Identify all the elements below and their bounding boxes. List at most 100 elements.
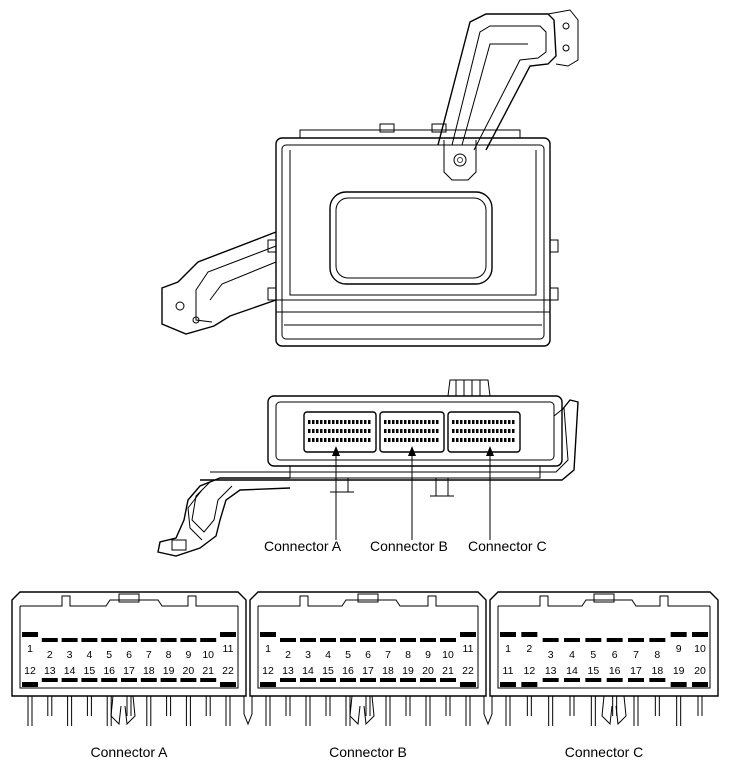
mid-pin-mark <box>484 438 487 442</box>
mid-pin-mark <box>472 429 475 433</box>
module-top-view <box>161 9 579 347</box>
mid-pin-mark <box>428 438 431 442</box>
mid-pin-mark <box>416 420 419 424</box>
pin-slot <box>420 638 436 642</box>
pin-number: 8 <box>654 649 660 661</box>
pin-number: 20 <box>694 665 706 677</box>
mid-pin-mark <box>360 438 363 442</box>
mid-pin-mark <box>412 438 415 442</box>
pin-slot <box>585 678 602 682</box>
pin-number: 7 <box>146 649 152 661</box>
pin-number: 22 <box>462 665 474 677</box>
pin-number: 4 <box>86 649 92 661</box>
mid-pin-mark <box>460 429 463 433</box>
mid-pin-mark <box>360 420 363 424</box>
connector-latch-profile <box>498 595 710 607</box>
pin-number: 17 <box>123 665 135 677</box>
mid-pin-mark <box>312 429 315 433</box>
mid-pin-mark <box>324 420 327 424</box>
mid-pin-mark <box>456 429 459 433</box>
mid-pin-mark <box>476 429 479 433</box>
mid-pin-mark <box>420 420 423 424</box>
connector-clip <box>110 695 136 726</box>
pin-number: 6 <box>365 649 371 661</box>
mid-pin-mark <box>348 420 351 424</box>
mid-pin-mark <box>496 420 499 424</box>
pin-number: 6 <box>612 649 618 661</box>
mid-pin-mark <box>356 438 359 442</box>
callout-label-c: Connector C <box>468 538 547 554</box>
mid-pin-mark <box>488 429 491 433</box>
callout-label-b: Connector B <box>370 538 448 554</box>
mid-pin-mark <box>356 429 359 433</box>
mid-pin-mark <box>352 420 355 424</box>
pin-slot <box>460 682 476 687</box>
pin-number: 9 <box>425 649 431 661</box>
mid-pin-mark <box>476 438 479 442</box>
pin-number: 14 <box>64 665 76 677</box>
pin-slot <box>521 632 538 637</box>
connector-key <box>593 593 615 603</box>
mid-pin-mark <box>396 420 399 424</box>
mid-pin-mark <box>436 429 439 433</box>
mid-pin-mark <box>404 429 407 433</box>
mid-pin-mark <box>464 420 467 424</box>
mid-pin-mark <box>344 429 347 433</box>
connector-inner-frame <box>19 606 239 689</box>
pin-number: 14 <box>302 665 314 677</box>
pin-number: 19 <box>673 665 685 677</box>
pin-slot <box>121 678 137 682</box>
pin-slot <box>180 638 197 642</box>
mid-pin-mark <box>464 438 467 442</box>
pin-number: 5 <box>345 649 351 661</box>
mid-pin-mark <box>408 438 411 442</box>
mid-pin-mark <box>336 420 339 424</box>
pin-slot <box>628 638 644 642</box>
pin-number: 2 <box>47 649 53 661</box>
pin-slot <box>420 678 436 682</box>
mid-pin-mark <box>436 420 439 424</box>
mid-pin-mark <box>508 420 511 424</box>
pin-slot <box>500 682 516 687</box>
mid-pin-mark <box>512 429 515 433</box>
pin-number: 10 <box>694 643 706 655</box>
pin-slot <box>521 682 538 687</box>
pin-slot <box>280 678 296 682</box>
mid-pin-mark <box>492 438 495 442</box>
mid-pin-mark <box>504 420 507 424</box>
mid-pin-mark <box>344 438 347 442</box>
pin-slot <box>500 632 516 637</box>
locating-peg <box>483 696 493 726</box>
mid-pin-mark <box>460 438 463 442</box>
mid-pin-mark <box>312 420 315 424</box>
mid-pin-mark <box>392 429 395 433</box>
mid-pin-mark <box>332 420 335 424</box>
mid-pin-mark <box>456 438 459 442</box>
mid-pin-mark <box>392 420 395 424</box>
module-connector-view <box>157 379 579 557</box>
pin-number: 15 <box>322 665 334 677</box>
mid-pin-mark <box>472 438 475 442</box>
pin-number: 5 <box>106 649 112 661</box>
pin-slot <box>340 678 356 682</box>
mid-pin-mark <box>420 438 423 442</box>
pin-number: 16 <box>103 665 115 677</box>
pin-slot <box>380 638 396 642</box>
pin-number: 12 <box>24 665 36 677</box>
mid-pin-mark <box>388 420 391 424</box>
pin-slot <box>320 678 336 682</box>
pin-slot <box>220 682 236 687</box>
pin-number: 9 <box>185 649 191 661</box>
mid-pin-mark <box>472 420 475 424</box>
pin-slot <box>300 638 316 642</box>
pin-number: 3 <box>305 649 311 661</box>
mid-pin-mark <box>436 438 439 442</box>
pin-slot <box>160 678 177 682</box>
mid-pin-mark <box>384 429 387 433</box>
pin-number: 16 <box>342 665 354 677</box>
mid-pin-mark <box>336 429 339 433</box>
mid-pin-mark <box>508 438 511 442</box>
mid-pin-mark <box>364 420 367 424</box>
connector-pin-rows <box>308 420 515 442</box>
